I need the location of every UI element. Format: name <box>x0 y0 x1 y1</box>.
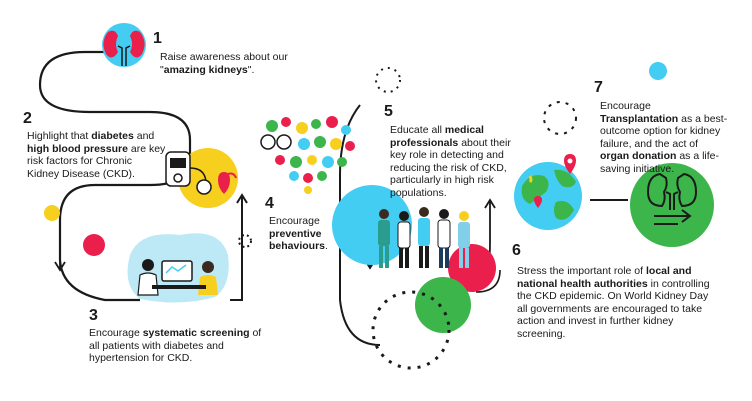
step-1-number: 1 <box>153 30 162 47</box>
step-6-number: 6 <box>512 242 521 259</box>
doctor-patient-icon <box>120 225 232 305</box>
step-3-text: Encourage systematic screening of all pa… <box>89 327 262 364</box>
globe-icon <box>508 152 592 232</box>
step-1-text: Raise awareness about our "amazing kidne… <box>160 51 288 76</box>
step-5-number: 5 <box>384 103 393 120</box>
step-4-number: 4 <box>265 195 274 212</box>
step-7-text: Encourage Transplantation as a best-outc… <box>600 100 728 175</box>
step-2-number: 2 <box>23 110 32 127</box>
step-3-number: 3 <box>89 307 98 324</box>
journey-path-2 <box>230 193 248 301</box>
step-2-text: Highlight that diabetes and high blood p… <box>27 130 166 180</box>
step-5-text: Educate all medical professionals about … <box>390 124 511 199</box>
kidneys-icon <box>98 22 150 68</box>
step-6-text: Stress the important role of local and n… <box>517 265 710 340</box>
step-4-text: Encourage preventive behaviours. <box>269 215 328 252</box>
kidney-donation-icon <box>632 166 712 236</box>
blood-pressure-monitor-icon <box>160 132 242 208</box>
healthy-lifestyle-heart-icon <box>256 112 360 196</box>
medical-professionals-icon <box>372 202 482 274</box>
step-7-number: 7 <box>594 79 603 96</box>
